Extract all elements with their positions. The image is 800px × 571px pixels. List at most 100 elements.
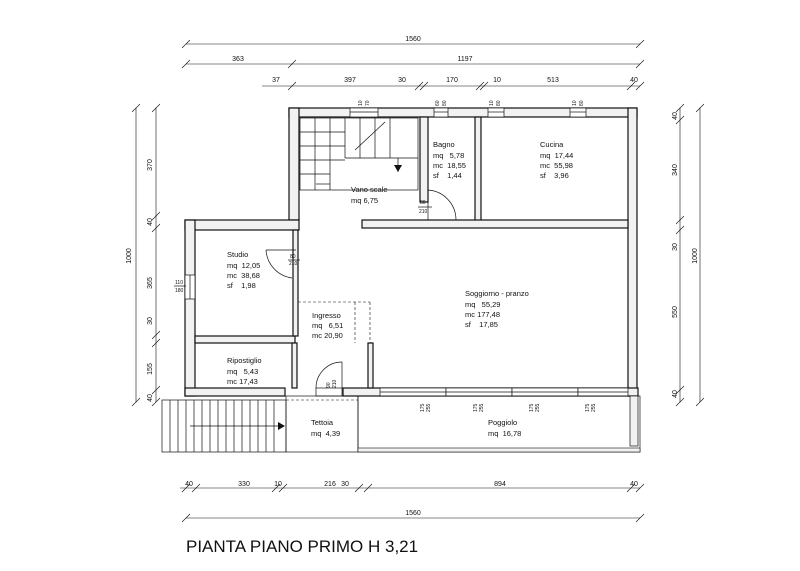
door-studio-w: 80	[290, 254, 296, 260]
room-bagno-mc: mc 18,55	[433, 161, 466, 170]
room-soggiorno: Soggiorno - pranzo mq 55,29 mc 177,48 sf…	[465, 289, 529, 329]
dim-top-total: 1560	[405, 36, 421, 43]
room-cucina: Cucina mq 17,44 mc 55,98 sf 3,96	[540, 140, 573, 180]
room-cucina-sf: sf 3,96	[540, 171, 569, 180]
win-top-2-a: 60	[435, 100, 441, 106]
dim-left-40a: 40	[147, 218, 154, 226]
win-pog-4-a: 175	[585, 403, 591, 412]
room-tettoia-name: Tettoia	[311, 418, 334, 427]
win-top-4-a: 10	[572, 100, 578, 106]
room-labels: Vano scale mq 6,75 Bagno mq 5,78 mc 18,5…	[227, 140, 573, 438]
dim-bot-330: 330	[238, 481, 250, 488]
room-soggiorno-mq: mq 55,29	[465, 300, 500, 309]
top-dimensions: 1560 363 1197 37 397 30 170 10 513 40	[181, 36, 645, 91]
room-soggiorno-sf: sf 17,85	[465, 320, 498, 329]
room-ripostiglio: Ripostiglio mq 5,43 mc 17,43	[227, 356, 262, 386]
dim-top-397: 397	[344, 77, 356, 84]
stairs	[299, 117, 419, 191]
room-poggiolo: Poggiolo mq 16,78	[488, 418, 521, 438]
dim-top-10: 10	[493, 77, 501, 84]
dim-bot-40b: 40	[630, 481, 638, 488]
dim-right-total: 1000	[692, 248, 699, 264]
door-tettoia-w: 90	[326, 382, 332, 388]
dim-right-340: 340	[672, 164, 679, 176]
room-ingresso: Ingresso mq 6,51 mc 20,90	[312, 311, 343, 340]
room-studio-mc: mc 38,68	[227, 271, 260, 280]
win-top-1-a: 10	[358, 100, 364, 106]
dim-top-513: 513	[547, 77, 559, 84]
win-top-3-b: 80	[496, 100, 502, 106]
room-studio: Studio mq 12,05 mc 38,68 sf 1,98	[227, 250, 260, 290]
dim-top-40: 40	[630, 77, 638, 84]
dim-bot-total: 1560	[405, 510, 421, 517]
plan-title: PIANTA PIANO PRIMO H 3,21	[186, 537, 418, 556]
win-pog-3-b: 255	[535, 403, 541, 412]
room-cucina-mq: mq 17,44	[540, 151, 573, 160]
top-windows: 10 70 60 80 10 80 10 80	[349, 100, 587, 118]
win-pog-4-b: 255	[591, 403, 597, 412]
room-ripostiglio-mc: mc 17,43	[227, 377, 258, 386]
room-ingresso-name: Ingresso	[312, 311, 341, 320]
win-top-2-b: 80	[442, 100, 448, 106]
room-ingresso-mc: mc 20,90	[312, 331, 343, 340]
win-studio-w: 110	[175, 280, 183, 286]
room-soggiorno-mc: mc 177,48	[465, 310, 500, 319]
room-ingresso-mq: mq 6,51	[312, 321, 343, 330]
room-vano-scale-mq: mq 6,75	[351, 196, 378, 205]
win-top-1-b: 70	[365, 100, 371, 106]
room-ripostiglio-mq: mq 5,43	[227, 367, 258, 376]
dim-bot-30: 30	[341, 481, 349, 488]
dim-bot-40a: 40	[185, 481, 193, 488]
room-vano-scale: Vano scale mq 6,75	[351, 185, 388, 205]
win-top-3-a: 10	[489, 100, 495, 106]
room-bagno-sf: sf 1,44	[433, 171, 462, 180]
dim-right-40b: 40	[672, 390, 679, 398]
door-tettoia-h: 210	[332, 379, 338, 388]
poggiolo-windows: 175 255 175 255 175 255 175 255	[379, 387, 629, 412]
room-bagno: Bagno mq 5,78 mc 18,55 sf 1,44	[433, 140, 466, 180]
dim-top-37: 37	[272, 77, 280, 84]
door-bagno-h: 210	[419, 209, 428, 215]
dim-bot-216: 216	[324, 481, 336, 488]
dim-left-370: 370	[147, 159, 154, 171]
dim-top-1197: 1197	[457, 56, 472, 63]
dim-left-40b: 40	[147, 394, 154, 402]
dim-right-30: 30	[672, 243, 679, 251]
dim-bot-894: 894	[494, 481, 506, 488]
dim-right-550: 550	[672, 306, 679, 318]
door-studio-h: 210	[289, 261, 298, 267]
dim-left-155: 155	[147, 363, 154, 375]
win-pog-3-a: 175	[529, 403, 535, 412]
door-bagno-w: 80	[420, 200, 426, 206]
dim-left-365: 365	[147, 277, 154, 289]
win-pog-2-a: 175	[473, 403, 479, 412]
right-dimensions: 40 340 30 550 40 1000	[672, 103, 705, 407]
room-studio-mq: mq 12,05	[227, 261, 260, 270]
dim-left-30: 30	[147, 317, 154, 325]
win-pog-1-b: 255	[426, 403, 432, 412]
dim-top-170: 170	[446, 77, 458, 84]
room-tettoia-mq: mq 4,39	[311, 429, 340, 438]
room-tettoia: Tettoia mq 4,39	[311, 418, 340, 438]
dim-top-363: 363	[232, 56, 244, 63]
ingresso-dashed	[298, 301, 371, 343]
room-studio-sf: sf 1,98	[227, 281, 256, 290]
room-cucina-name: Cucina	[540, 140, 564, 149]
room-vano-scale-name: Vano scale	[351, 185, 388, 194]
bottom-dimensions: 40 330 10 216 30 894 40 1560	[180, 481, 645, 523]
room-soggiorno-name: Soggiorno - pranzo	[465, 289, 529, 298]
exterior	[161, 395, 641, 453]
room-cucina-mc: mc 55,98	[540, 161, 573, 170]
win-top-4-b: 80	[579, 100, 585, 106]
room-poggiolo-name: Poggiolo	[488, 418, 517, 427]
room-bagno-name: Bagno	[433, 140, 455, 149]
dim-right-40a: 40	[672, 112, 679, 120]
win-pog-2-b: 255	[479, 403, 485, 412]
doors: 80 210 80 210 110 180 90 210	[174, 189, 457, 397]
win-studio-h: 180	[175, 288, 184, 294]
dim-left-total: 1000	[126, 248, 133, 264]
left-dimensions: 1000 370 40 365 30 155 40	[126, 103, 161, 407]
win-pog-1-a: 175	[420, 403, 426, 412]
room-ripostiglio-name: Ripostiglio	[227, 356, 262, 365]
